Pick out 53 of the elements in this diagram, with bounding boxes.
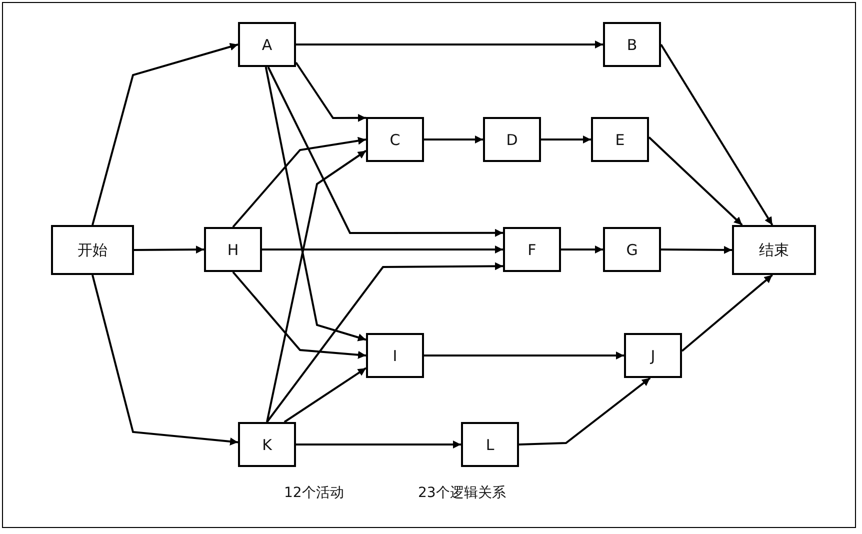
arrow <box>648 136 743 226</box>
arrow <box>134 246 204 254</box>
arrow <box>232 136 366 228</box>
activity-box <box>603 22 661 67</box>
arrow <box>295 62 366 122</box>
note-text: 23个逻辑关系 <box>418 484 506 502</box>
activity-box <box>503 227 561 272</box>
arrow <box>424 352 624 360</box>
activity-label: I <box>392 346 398 364</box>
activity-label: F <box>528 240 536 258</box>
arrow <box>262 246 503 254</box>
activity-box <box>51 225 134 275</box>
arrow <box>518 377 651 446</box>
arrow <box>266 150 367 422</box>
activity-label: J <box>650 346 656 364</box>
activity-box <box>366 117 424 162</box>
activity-label: A <box>262 36 272 54</box>
note-text: 12个活动 <box>284 484 344 502</box>
arrow <box>92 42 238 226</box>
activity-box <box>461 422 519 467</box>
activity-label: 开始 <box>78 240 108 260</box>
arrow <box>296 40 603 48</box>
activity-box <box>238 422 296 467</box>
arrow <box>284 367 367 423</box>
activity-label: L <box>486 436 494 454</box>
activity-label: D <box>506 130 518 148</box>
activity-label: H <box>227 240 239 258</box>
activity-box <box>204 227 262 272</box>
arrow <box>681 274 773 352</box>
activity-label: G <box>626 240 638 258</box>
arrow <box>661 246 732 254</box>
activity-label: B <box>626 36 638 54</box>
arrow <box>266 262 503 423</box>
activity-label: K <box>262 436 272 454</box>
arrow <box>92 274 238 446</box>
arrow <box>541 136 591 144</box>
arrow <box>232 271 366 359</box>
arrow <box>267 66 503 237</box>
activity-box <box>732 225 816 275</box>
activity-box <box>238 22 296 67</box>
arrow <box>660 44 774 226</box>
activity-box <box>483 117 541 162</box>
activity-box <box>591 117 649 162</box>
activity-box <box>366 333 424 378</box>
arrow <box>424 136 483 144</box>
activity-label: 结束 <box>759 240 789 260</box>
activity-box <box>603 227 661 272</box>
arrow <box>561 246 603 254</box>
activity-box <box>624 333 682 378</box>
arrow <box>264 66 366 342</box>
arrow <box>296 440 461 448</box>
activity-label: E <box>615 130 625 148</box>
activity-label: C <box>390 130 400 148</box>
